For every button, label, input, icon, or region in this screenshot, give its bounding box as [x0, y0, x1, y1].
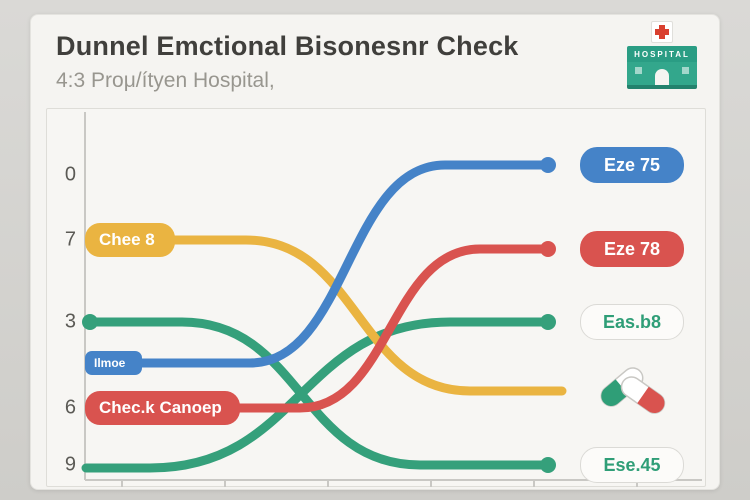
node-pill-eas-b8: Eas.b8 — [580, 304, 684, 340]
node-pill-check-canoep: Chec.k Canoep — [85, 391, 240, 425]
hospital-banner: HOSPITAL — [627, 46, 697, 62]
node-pill-chee-8: Chee 8 — [85, 223, 175, 257]
node-pill-ilmoe: Ilmoe — [85, 351, 142, 375]
node-pill-eze-78: Eze 78 — [580, 231, 684, 267]
hospital-door — [655, 69, 669, 85]
y-axis-label-0: 0 — [64, 163, 76, 186]
hospital-window-icon — [682, 67, 689, 74]
y-axis-label-3: 3 — [64, 310, 76, 333]
red-cross-horizontal-bar — [655, 29, 669, 35]
hospital-icon: HOSPITAL — [627, 21, 697, 89]
red-cross-icon — [651, 21, 673, 43]
hospital-building — [627, 62, 697, 89]
y-axis-label-7: 7 — [64, 228, 76, 251]
capsules-graphic — [600, 367, 666, 414]
node-pill-eze-75: Eze 75 — [580, 147, 684, 183]
page-title: Dunnel Emctional Bisonesnr Check — [56, 31, 519, 61]
node-pill-ese-45: Ese.45 — [580, 447, 684, 483]
y-axis-label-6: 6 — [64, 396, 76, 419]
y-axis-label-9: 9 — [64, 453, 76, 476]
page-subtitle: 4:3 Proμ/ítyen Hospital, — [56, 69, 275, 92]
pills-icon — [594, 362, 670, 418]
hospital-window-icon — [635, 67, 642, 74]
hospital-banner-label: HOSPITAL — [634, 50, 690, 59]
